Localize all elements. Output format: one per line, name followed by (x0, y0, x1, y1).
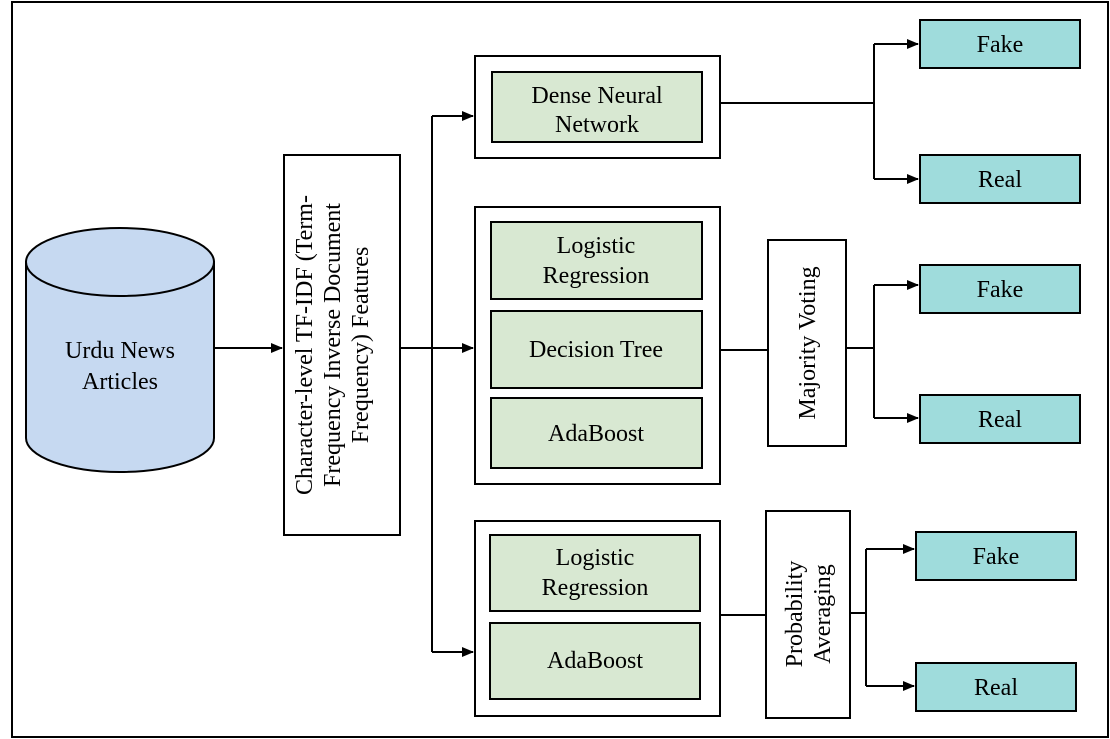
branch3-real-box (915, 662, 1077, 712)
lr2-label-line2: Regression (542, 575, 649, 601)
outer-frame (11, 1, 1109, 738)
features-label-line1: Character-level TF-IDF (Term- (292, 195, 318, 495)
dnn-model-box (491, 71, 703, 143)
branch3-real-label: Real (974, 675, 1018, 701)
branch3-fake-box (915, 531, 1077, 581)
dt-label: Decision Tree (529, 337, 663, 363)
majority-voting-label: Majority Voting (795, 266, 821, 419)
lr-model-box (490, 221, 703, 300)
branch2-fake-label: Fake (977, 277, 1024, 303)
probability-averaging-box (765, 510, 851, 719)
ada2-label: AdaBoost (547, 648, 643, 674)
branch3-probability-averaging: Logistic Regression AdaBoost Probability… (474, 510, 1077, 719)
ada-model-box (490, 397, 703, 469)
lr-label-line2: Regression (543, 263, 650, 289)
tfidf-features-box: Character-level TF-IDF (Term- Frequency … (283, 154, 401, 536)
branch3-fake-label: Fake (973, 544, 1020, 570)
dnn-label-line1: Dense Neural (531, 83, 663, 109)
branch1-fake-box (919, 19, 1081, 69)
ada2-model-box (489, 622, 701, 700)
branch1-dnn: Dense Neural Network Fake Real (474, 19, 1081, 204)
branch2-majority-voting: Logistic Regression Decision Tree AdaBoo… (474, 206, 1081, 485)
branch2-real-box (919, 394, 1081, 444)
source-label-line2: Articles (82, 369, 158, 395)
ada-label: AdaBoost (548, 421, 644, 447)
averaging-label-line1: Probability (782, 561, 808, 668)
branch2-fake-box (919, 264, 1081, 314)
features-label-line2: Frequency Inverse Document (320, 203, 346, 487)
cylinder-body (25, 261, 215, 473)
urdu-news-articles-database: Urdu News Articles (25, 227, 215, 473)
source-label-line1: Urdu News (65, 338, 175, 364)
branch1-real-box (919, 154, 1081, 204)
lr-label-line1: Logistic (557, 233, 636, 259)
features-box (283, 154, 401, 536)
lr2-model-box (489, 534, 701, 612)
dt-model-box (490, 310, 703, 389)
majority-voting-box (767, 239, 847, 447)
branch1-fake-label: Fake (977, 32, 1024, 58)
dnn-label-line2: Network (555, 112, 639, 138)
branch1-real-label: Real (978, 167, 1022, 193)
branch2-real-label: Real (978, 407, 1022, 433)
averaging-label-line2: Averaging (810, 564, 836, 664)
lr2-label-line1: Logistic (556, 545, 635, 571)
cylinder-top (25, 227, 215, 297)
features-label-line3: Frequency) Features (348, 247, 374, 444)
